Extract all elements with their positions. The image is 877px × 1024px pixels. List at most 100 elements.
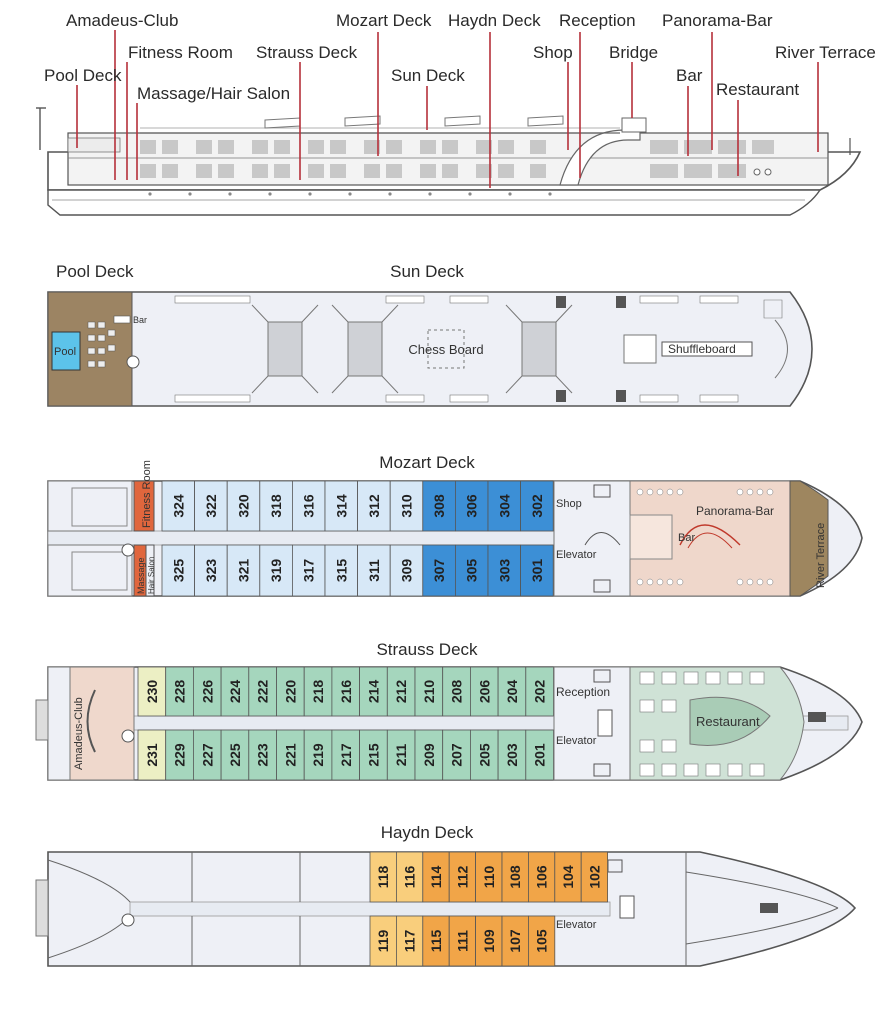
cabin-number-206: 206 bbox=[476, 680, 492, 704]
mozart-elevator-label: Elevator bbox=[556, 549, 597, 561]
cabin-number-202: 202 bbox=[532, 680, 548, 704]
cabin-212 bbox=[386, 666, 416, 717]
profile-bridge bbox=[621, 117, 647, 133]
cabin-305 bbox=[454, 544, 489, 597]
profile-windows-lower bbox=[140, 164, 746, 178]
cabin-number-317: 317 bbox=[301, 559, 317, 583]
cabin-number-223: 223 bbox=[255, 743, 271, 767]
cabin-223 bbox=[248, 729, 277, 781]
cabin-315 bbox=[324, 544, 358, 597]
label-panorama-bar: Panorama-Bar bbox=[662, 11, 773, 30]
cabin-number-204: 204 bbox=[504, 680, 520, 704]
cabin-314 bbox=[324, 480, 358, 532]
cabin-number-205: 205 bbox=[476, 743, 492, 767]
cabin-number-226: 226 bbox=[199, 680, 215, 704]
cabin-319 bbox=[259, 544, 293, 597]
cabin-301 bbox=[520, 544, 554, 597]
label-restaurant: Restaurant bbox=[716, 80, 799, 99]
cabin-217 bbox=[331, 729, 360, 781]
cabin-number-221: 221 bbox=[282, 743, 298, 767]
cabin-117 bbox=[395, 915, 424, 967]
cabin-number-306: 306 bbox=[464, 494, 480, 518]
cabin-number-229: 229 bbox=[172, 743, 188, 767]
cabin-220 bbox=[276, 666, 305, 717]
cabin-108 bbox=[501, 851, 529, 903]
strauss-elevator-label: Elevator bbox=[556, 735, 597, 747]
cabin-number-315: 315 bbox=[333, 559, 349, 583]
sun-deck-plan: Pool Deck Sun Deck Pool Bar bbox=[47, 262, 813, 407]
cabin-number-102: 102 bbox=[586, 865, 602, 889]
cabin-308 bbox=[422, 480, 456, 532]
fitness-room-label: Fitness Room bbox=[141, 460, 153, 528]
cabin-231 bbox=[137, 729, 167, 781]
cabin-number-210: 210 bbox=[421, 680, 437, 704]
cabin-number-302: 302 bbox=[529, 494, 545, 518]
cabin-number-207: 207 bbox=[449, 743, 465, 767]
cabin-number-106: 106 bbox=[534, 865, 550, 889]
cabin-number-304: 304 bbox=[496, 494, 512, 518]
cabin-number-301: 301 bbox=[529, 559, 545, 583]
cabin-323 bbox=[194, 544, 228, 597]
cabin-110 bbox=[475, 851, 503, 903]
river-terrace-label: River Terrace bbox=[815, 523, 827, 588]
cabin-number-314: 314 bbox=[333, 494, 349, 518]
panorama-bar-label: Panorama-Bar bbox=[696, 504, 774, 518]
cabin-number-230: 230 bbox=[144, 680, 160, 704]
cabin-115 bbox=[422, 915, 450, 967]
cabin-209 bbox=[414, 729, 444, 781]
cabin-number-109: 109 bbox=[481, 929, 497, 953]
fitness-room bbox=[133, 480, 155, 532]
cabin-226 bbox=[192, 666, 222, 717]
mozart-deck-title: Mozart Deck bbox=[379, 453, 475, 472]
cabin-number-105: 105 bbox=[534, 929, 550, 953]
sun-deck-canopies bbox=[251, 304, 573, 394]
cabin-number-215: 215 bbox=[365, 743, 381, 767]
cabin-number-224: 224 bbox=[227, 680, 243, 704]
cabin-216 bbox=[331, 666, 360, 717]
sun-deck-bar-label: Bar bbox=[133, 315, 147, 325]
label-amadeus-club: Amadeus-Club bbox=[66, 11, 178, 30]
cabin-number-305: 305 bbox=[464, 559, 480, 583]
cabin-311 bbox=[357, 544, 391, 597]
cabin-number-208: 208 bbox=[449, 680, 465, 704]
cabin-number-321: 321 bbox=[236, 559, 252, 583]
label-mozart-deck: Mozart Deck bbox=[336, 11, 432, 30]
cabin-number-320: 320 bbox=[236, 494, 252, 518]
cabin-number-209: 209 bbox=[421, 743, 437, 767]
reception-label: Reception bbox=[556, 685, 610, 699]
mozart-shop-label: Shop bbox=[556, 498, 582, 510]
label-pool-deck: Pool Deck bbox=[44, 66, 122, 85]
mozart-deck-plan: Mozart Deck Fitness Room Massage Hair Sa… bbox=[47, 453, 863, 597]
cabin-320 bbox=[226, 480, 261, 532]
cabin-number-231: 231 bbox=[144, 743, 160, 767]
cabin-number-303: 303 bbox=[496, 559, 512, 583]
chess-board-label: Chess Board bbox=[408, 342, 483, 357]
sun-deck-title: Sun Deck bbox=[390, 262, 464, 281]
cabin-324 bbox=[161, 480, 195, 532]
cabin-304 bbox=[487, 480, 521, 532]
ship-profile: Amadeus-Club Fitness Room Pool Deck Mass… bbox=[36, 11, 876, 216]
cabin-number-323: 323 bbox=[203, 559, 219, 583]
cabin-number-115: 115 bbox=[428, 929, 444, 952]
cabin-number-116: 116 bbox=[402, 865, 418, 888]
cabin-number-117: 117 bbox=[402, 929, 418, 952]
cabin-number-214: 214 bbox=[365, 680, 381, 704]
cabin-number-325: 325 bbox=[170, 559, 186, 583]
cabin-number-227: 227 bbox=[199, 743, 215, 767]
hair-salon-label: Hair Salon bbox=[147, 557, 156, 594]
cabin-number-222: 222 bbox=[255, 680, 271, 704]
cabin-116 bbox=[395, 851, 424, 903]
river-terrace-area bbox=[789, 480, 829, 597]
cabin-number-114: 114 bbox=[428, 865, 444, 888]
cabin-number-216: 216 bbox=[338, 680, 354, 704]
label-massage-hair-salon: Massage/Hair Salon bbox=[137, 84, 290, 103]
cabin-number-104: 104 bbox=[560, 865, 576, 889]
haydn-elevator-label: Elevator bbox=[556, 919, 597, 931]
